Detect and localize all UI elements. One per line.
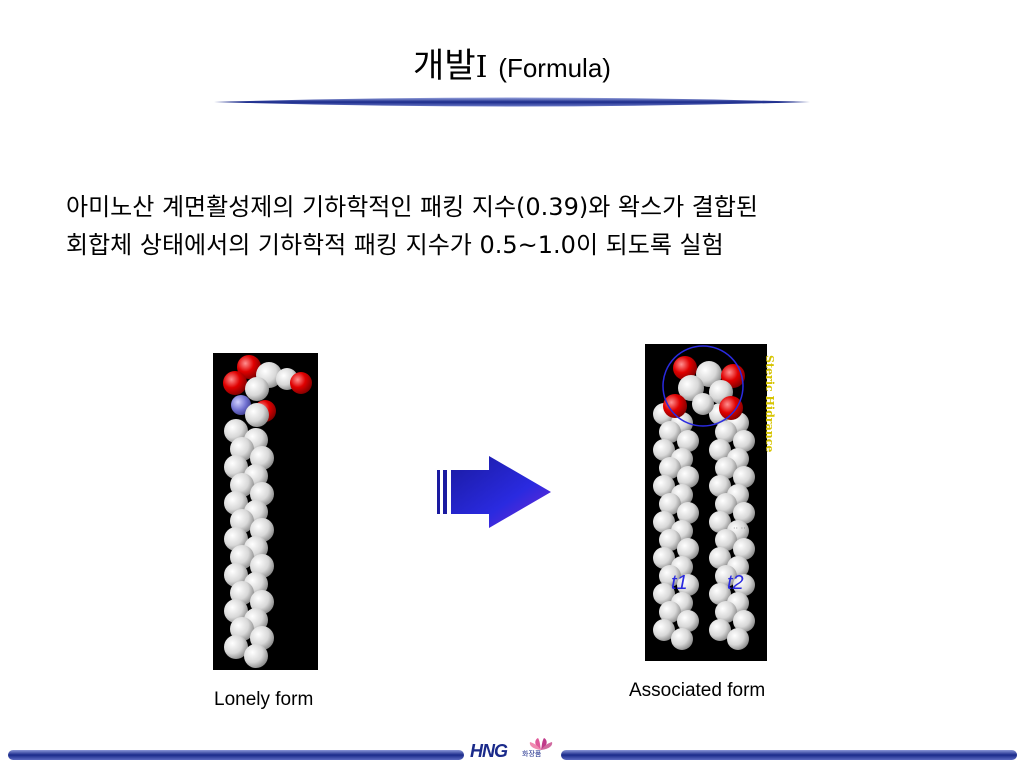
chain-label-t1: t1 — [671, 572, 688, 594]
caption-lonely-form: Lonely form — [214, 689, 314, 710]
associated-form-image — [645, 344, 767, 661]
logo-text: HNG — [470, 741, 508, 761]
slide-title: 개발Ⅰ (Formula) — [0, 44, 1024, 90]
right-arrow-icon — [437, 456, 551, 528]
body-line-1: 아미노산 계면활성제의 기하학적인 패킹 지수(0.39)와 왁스가 결합된 — [66, 193, 759, 221]
title-roman-numeral: Ⅰ — [475, 50, 488, 85]
faint-label: ·· ·· — [733, 524, 746, 533]
logo-subtext: 화장품 — [522, 750, 542, 758]
lonely-form-image — [213, 353, 318, 670]
flower-logo-icon — [529, 738, 553, 750]
title-formula: (Formula) — [498, 53, 611, 83]
associated-molecule-model — [653, 345, 755, 650]
footer-bar-right — [561, 750, 1017, 760]
title-underline-bar — [214, 97, 810, 107]
chain-label-t2: t2 — [727, 572, 744, 594]
footer-bar-left — [8, 750, 464, 760]
title-korean: 개발 — [413, 46, 476, 86]
caption-associated-form: Associated form — [629, 680, 766, 701]
body-line-2: 회합체 상태에서의 기하학적 패킹 지수가 0.5~1.0이 되도록 실험 — [66, 231, 724, 259]
body-text: 아미노산 계면활성제의 기하학적인 패킹 지수(0.39)와 왁스가 결합된 회… — [66, 188, 966, 264]
steric-hindrance-label: Steric Hidrance — [763, 355, 776, 453]
lonely-molecule-model — [223, 355, 312, 668]
hng-logo: HNG 화장품 — [470, 737, 556, 763]
